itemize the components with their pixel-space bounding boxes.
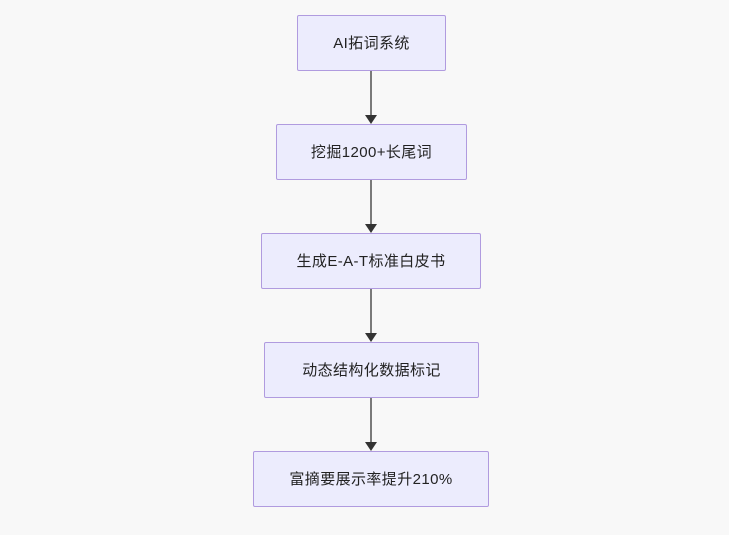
connector-n4-n5 bbox=[361, 398, 381, 451]
arrowhead-icon bbox=[365, 224, 377, 233]
flowchart-node-rich-snippet-uplift[interactable]: 富摘要展示率提升210% bbox=[253, 451, 489, 507]
flowchart-node-mine-longtail-keywords[interactable]: 挖掘1200+长尾词 bbox=[276, 124, 467, 180]
connector-line bbox=[370, 289, 372, 333]
connector-n1-n2 bbox=[361, 71, 381, 124]
node-label: AI拓词系统 bbox=[333, 34, 410, 52]
node-label: 富摘要展示率提升210% bbox=[289, 470, 453, 488]
connector-line bbox=[370, 71, 372, 115]
node-label: 挖掘1200+长尾词 bbox=[310, 143, 433, 161]
arrowhead-icon bbox=[365, 442, 377, 451]
connector-n3-n4 bbox=[361, 289, 381, 342]
arrowhead-icon bbox=[365, 333, 377, 342]
connector-line bbox=[370, 180, 372, 224]
flowchart-node-generate-eat-whitepaper[interactable]: 生成E-A-T标准白皮书 bbox=[261, 233, 481, 289]
connector-n2-n3 bbox=[361, 180, 381, 233]
node-label: 生成E-A-T标准白皮书 bbox=[296, 252, 446, 270]
flowchart-node-ai-keyword-system[interactable]: AI拓词系统 bbox=[297, 15, 446, 71]
arrowhead-icon bbox=[365, 115, 377, 124]
node-label: 动态结构化数据标记 bbox=[302, 361, 441, 379]
flowchart-node-dynamic-structured-data-markup[interactable]: 动态结构化数据标记 bbox=[264, 342, 479, 398]
connector-line bbox=[370, 398, 372, 442]
